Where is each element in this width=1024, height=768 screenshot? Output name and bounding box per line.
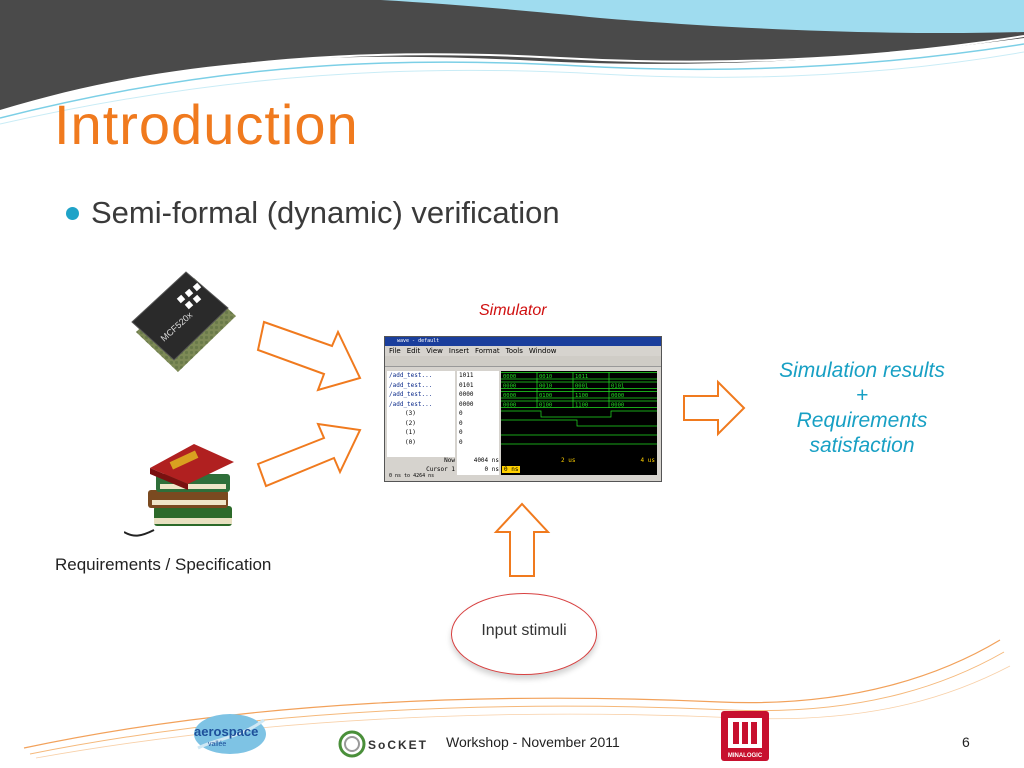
- value-row: 1011: [459, 372, 474, 379]
- header-decoration: [0, 0, 1024, 125]
- simulator-menu: File Edit View Insert Format Tools Windo…: [385, 346, 661, 356]
- menu-window: Window: [528, 347, 557, 355]
- socket-logo: SoCKET: [338, 730, 428, 758]
- value-row: 0101: [459, 381, 474, 389]
- results-block: Simulation results + Requirements satisf…: [750, 358, 974, 458]
- slide-title: Introduction: [54, 93, 359, 156]
- wave-label: 0000: [503, 393, 516, 399]
- time-ruler: 2 us 4 us: [501, 457, 657, 466]
- arrow-input-to-simulator: [493, 502, 551, 577]
- value-row: 0: [459, 410, 463, 417]
- wave-label: 0100: [539, 403, 552, 409]
- waveform-panel: 0000 0010 1011 0000 0010 0001 0101 0000 …: [501, 371, 657, 457]
- signal-row: /add_test...: [389, 381, 433, 389]
- wave-label: 0000: [503, 374, 516, 380]
- menu-tools: Tools: [505, 347, 523, 355]
- aerospace-logo: aerospace vallée: [194, 714, 266, 754]
- wave-label: 0001: [575, 384, 588, 390]
- input-stimuli-ellipse: Input stimuli: [451, 593, 597, 675]
- page-number: 6: [962, 734, 970, 750]
- wave-label: 0101: [611, 384, 624, 390]
- simulator-window: wave - default File Edit View Insert For…: [384, 336, 662, 482]
- cursor-marker: 0 ns: [502, 466, 521, 473]
- aerospace-logo-sub: vallée: [208, 741, 226, 748]
- minalogic-logo: MINALOGIC: [721, 711, 769, 761]
- signal-row: (3): [405, 410, 416, 417]
- wave-label: 1100: [575, 403, 588, 409]
- wave-label: 0000: [611, 403, 624, 409]
- arrow-chip-to-simulator: [256, 320, 362, 392]
- bullet-item: Semi-formal (dynamic) verification: [66, 195, 560, 231]
- cursor-track: 0 ns: [501, 466, 657, 475]
- time-range: 0 ns to 4264 ns: [389, 473, 435, 479]
- chip-image: MCF520x: [131, 271, 236, 372]
- signal-row: /add_test...: [389, 372, 433, 379]
- wave-label: 0100: [539, 393, 552, 399]
- simulator-footer: Now 4004 ns 2 us 4 us Cursor 1 0 ns 0 ns: [387, 457, 659, 479]
- signal-row: (0): [405, 438, 416, 446]
- signal-row: /add_test...: [389, 391, 433, 398]
- value-row: 0000: [459, 400, 474, 408]
- requirements-label: Requirements / Specification: [55, 555, 272, 574]
- value-row: 0: [459, 429, 463, 436]
- simulator-toolbar: [385, 356, 661, 367]
- time-2us: 2 us: [561, 457, 576, 464]
- now-label: Now: [444, 457, 455, 464]
- results-plus: +: [855, 384, 869, 407]
- aerospace-logo-text: aerospace: [194, 724, 258, 739]
- wave-label: 0000: [611, 393, 624, 399]
- wave-label: 1100: [575, 393, 588, 399]
- wave-label: 0010: [539, 374, 552, 380]
- results-line: Simulation results: [779, 359, 945, 382]
- menu-edit: Edit: [406, 347, 421, 355]
- value-row: 0: [459, 438, 463, 446]
- wave-label: 1011: [575, 374, 588, 380]
- wave-label: 0010: [539, 384, 552, 390]
- socket-logo-text: SoCKET: [368, 738, 428, 752]
- menu-format: Format: [474, 347, 500, 355]
- arrow-books-to-simulator: [256, 422, 362, 488]
- cursor-label: Cursor 1: [426, 466, 455, 473]
- value-row: 0: [459, 419, 463, 427]
- menu-insert: Insert: [448, 347, 469, 355]
- signal-values: 1011 0101 0000 0000 0 0 0 0: [457, 371, 499, 457]
- signal-row: (2): [405, 419, 416, 427]
- wave-label: 0000: [503, 403, 516, 409]
- cursor-value: 0 ns: [457, 466, 499, 475]
- arrow-simulator-to-results: [683, 379, 746, 437]
- simulator-titlebar: wave - default: [385, 337, 661, 346]
- bullet-dot-icon: [66, 206, 79, 220]
- results-line: Requirements: [796, 409, 928, 432]
- value-row: 0000: [459, 391, 474, 398]
- results-line: satisfaction: [809, 434, 915, 457]
- signal-names: /add_test... /add_test... /add_test... /…: [387, 371, 455, 457]
- wave-label: 0000: [503, 384, 516, 390]
- menu-view: View: [426, 347, 443, 355]
- simulator-body: /add_test... /add_test... /add_test... /…: [387, 371, 657, 457]
- time-4us: 4 us: [640, 457, 655, 464]
- footer-text: Workshop - November 2011: [446, 734, 620, 750]
- menu-file: File: [389, 347, 401, 355]
- simulator-label: Simulator: [479, 302, 547, 319]
- bullet-text: Semi-formal (dynamic) verification: [91, 195, 560, 230]
- signal-row: (1): [405, 429, 416, 436]
- minalogic-logo-text: MINALOGIC: [728, 753, 763, 759]
- input-stimuli-label: Input stimuli: [481, 622, 567, 639]
- books-image: [124, 444, 234, 537]
- now-value: 4004 ns: [457, 457, 499, 466]
- signal-row: /add_test...: [389, 400, 433, 408]
